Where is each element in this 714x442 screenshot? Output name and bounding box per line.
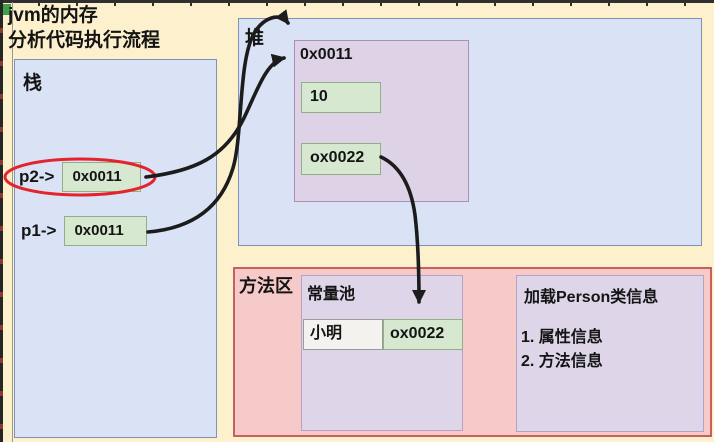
constant-pool-label: 常量池 [307, 286, 356, 303]
class-info-box: 加载Person类信息 1. 属性信息 2. 方法信息 [516, 275, 704, 432]
title-line-1: jvm的内存 [8, 5, 98, 26]
grid-column-line [12, 2, 13, 442]
heap-region: 堆 0x0011 10 ox0022 [238, 18, 702, 246]
heap-object-address: 0x0011 [300, 46, 353, 63]
constant-pool-address: ox0022 [383, 319, 463, 350]
stack-label: 栈 [23, 73, 43, 94]
top-ruler [0, 0, 714, 6]
method-area-region: 方法区 常量池 小明 ox0022 加载Person类信息 1. 属性信息 2.… [233, 267, 712, 437]
stack-region: 栈 p2-> 0x0011 p1-> 0x0011 [14, 59, 217, 438]
pointer-label-p1: p1-> [21, 221, 57, 240]
page-title: jvm的内存 分析代码执行流程 [8, 4, 160, 53]
pointer-value-p2: 0x0011 [62, 162, 142, 192]
heap-label: 堆 [245, 28, 265, 49]
stack-frame-p1: p1-> 0x0011 [21, 216, 148, 246]
class-info-items: 1. 属性信息 2. 方法信息 [521, 329, 603, 370]
method-area-label: 方法区 [239, 276, 293, 296]
grid-cell-marker [3, 4, 11, 15]
constant-pool: 常量池 小明 ox0022 [301, 275, 463, 431]
title-line-2: 分析代码执行流程 [8, 29, 161, 51]
pointer-value-p1: 0x0011 [64, 216, 148, 246]
stack-frame-p2: p2-> 0x0011 [19, 162, 142, 192]
class-info-title: 加载Person类信息 [524, 289, 659, 306]
constant-pool-string: 小明 [303, 319, 383, 350]
left-ruler [0, 0, 3, 442]
heap-field-reference: ox0022 [301, 143, 381, 175]
heap-field-value: 10 [301, 82, 381, 113]
constant-pool-entry: 小明 ox0022 [303, 319, 463, 350]
pointer-label-p2: p2-> [19, 167, 55, 186]
heap-object: 0x0011 10 ox0022 [294, 40, 469, 202]
